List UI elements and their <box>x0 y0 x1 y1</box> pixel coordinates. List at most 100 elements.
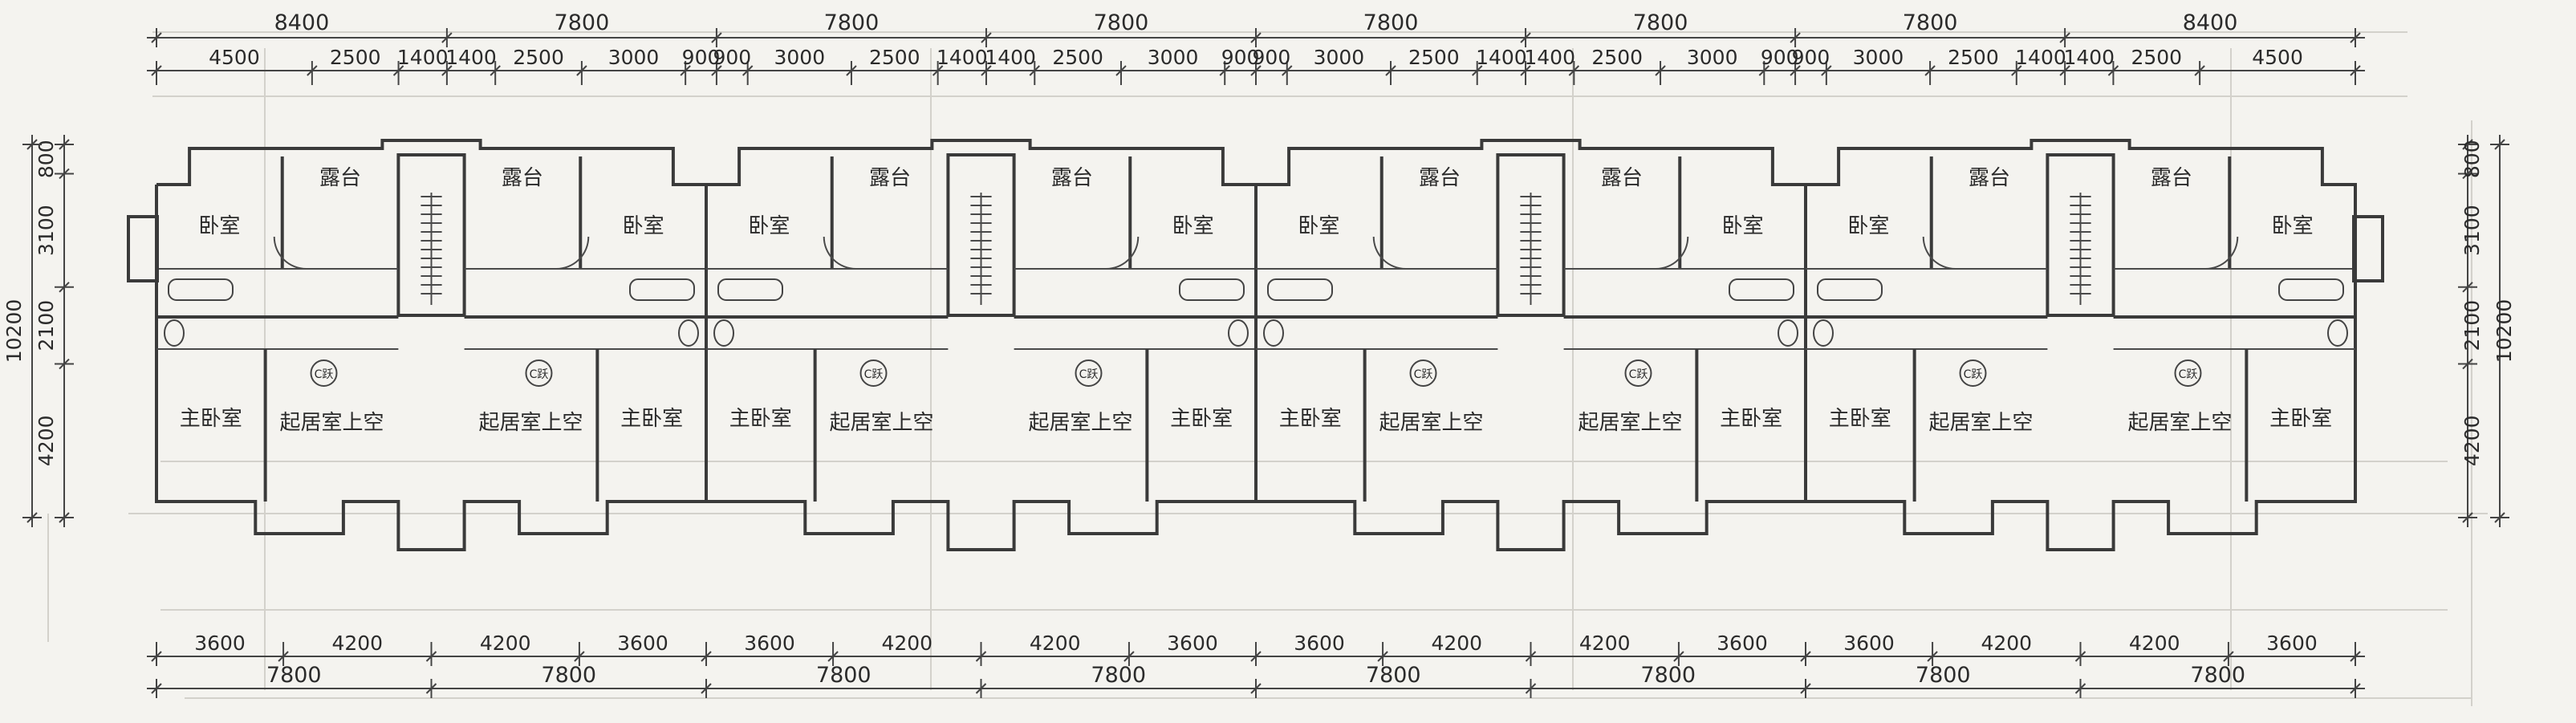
dimension-value: 4200 <box>35 415 58 466</box>
room-label-terrace: 露台 <box>869 166 911 190</box>
dimension-value: 2500 <box>1052 46 1103 69</box>
dimension-value: 7800 <box>816 663 872 688</box>
dimension-value: 2500 <box>1948 46 1999 69</box>
duplex-tag: C跃 <box>1964 368 1983 381</box>
dimension-value: 10200 <box>2 299 26 364</box>
dimension-value: 7800 <box>824 10 880 35</box>
dimension-value: 7800 <box>1633 10 1688 35</box>
dimension-value: 1400 <box>445 46 497 69</box>
duplex-tag: C跃 <box>1079 368 1099 381</box>
room-label-master-bedroom: 主卧室 <box>729 407 792 431</box>
room-label-bedroom: 卧室 <box>623 214 664 238</box>
dimension-value: 4200 <box>1431 632 1482 655</box>
ghost-underlay <box>47 31 2488 706</box>
unit-pair: 卧室露台主卧室起居室上空C跃卧室露台主卧室起居室上空C跃 <box>155 139 708 551</box>
dimension-value: 7800 <box>1363 10 1419 35</box>
room-label-terrace: 露台 <box>2151 166 2192 190</box>
unit-pair: 卧室露台主卧室起居室上空C跃卧室露台主卧室起居室上空C跃 <box>1804 139 2357 551</box>
dimension-value: 900 <box>1253 46 1291 69</box>
dimension-value: 7800 <box>1366 663 1421 688</box>
room-label-bedroom: 卧室 <box>198 214 240 238</box>
room-label-master-bedroom: 主卧室 <box>1829 407 1891 431</box>
dimension-value: 800 <box>2460 140 2484 178</box>
room-label-master-bedroom: 主卧室 <box>2269 407 2332 431</box>
room-label-living-void: 起居室上空 <box>2127 411 2232 435</box>
dimension-value: 1400 <box>2063 46 2115 69</box>
dimension-value: 3000 <box>1148 46 1199 69</box>
dimension-value: 2500 <box>2131 46 2182 69</box>
dimension-value: 3600 <box>1294 632 1345 655</box>
dimension-value: 3600 <box>1843 632 1895 655</box>
dimension-value: 1400 <box>1476 46 1527 69</box>
dimension-value: 4200 <box>1030 632 1081 655</box>
dimension-value: 7800 <box>541 663 596 688</box>
dimension-value: 3100 <box>2460 205 2484 256</box>
room-label-living-void: 起居室上空 <box>830 411 934 435</box>
room-label-master-bedroom: 主卧室 <box>1720 407 1782 431</box>
room-label-terrace: 露台 <box>1419 166 1461 190</box>
room-label-terrace: 露台 <box>502 166 543 190</box>
room-label-terrace: 露台 <box>319 166 361 190</box>
dimension-value: 7800 <box>1094 10 1149 35</box>
room-label-bedroom: 卧室 <box>1172 214 1214 238</box>
dimension-value: 3600 <box>617 632 668 655</box>
room-label-master-bedroom: 主卧室 <box>1279 407 1342 431</box>
dimension-value: 3600 <box>2266 632 2318 655</box>
dimension-value: 1400 <box>1524 46 1575 69</box>
room-label-bedroom: 卧室 <box>1298 214 1339 238</box>
dimension-value: 3100 <box>35 205 58 256</box>
dimension-value: 3000 <box>608 46 660 69</box>
dimension-value: 4200 <box>881 632 932 655</box>
room-label-bedroom: 卧室 <box>748 214 790 238</box>
room-label-master-bedroom: 主卧室 <box>180 407 242 431</box>
dimension-value: 900 <box>682 46 721 69</box>
dimension-value: 2500 <box>869 46 920 69</box>
room-label-bedroom: 卧室 <box>1847 214 1889 238</box>
dimension-value: 2100 <box>2460 300 2484 351</box>
room-label-terrace: 露台 <box>1601 166 1643 190</box>
dimension-value: 800 <box>35 140 58 178</box>
room-label-bedroom: 卧室 <box>2272 214 2314 238</box>
dimension-value: 7800 <box>555 10 610 35</box>
duplex-tag: C跃 <box>2179 368 2198 381</box>
dimension-value: 8400 <box>2183 10 2238 35</box>
room-label-living-void: 起居室上空 <box>1379 411 1484 435</box>
room-label-living-void: 起居室上空 <box>1578 411 1682 435</box>
dimension-value: 7800 <box>1640 663 1696 688</box>
dimension-value: 4200 <box>2129 632 2180 655</box>
duplex-tag: C跃 <box>1414 368 1433 381</box>
dimension-value: 1400 <box>2015 46 2066 69</box>
duplex-tag: C跃 <box>530 368 549 381</box>
dimension-value: 2500 <box>513 46 564 69</box>
dimension-value: 7800 <box>1903 10 1958 35</box>
dimension-value: 3000 <box>1687 46 1738 69</box>
dimension-value: 900 <box>1761 46 1799 69</box>
dimension-value: 4200 <box>480 632 531 655</box>
dimension-value: 3600 <box>194 632 246 655</box>
dimension-value: 7800 <box>1091 663 1146 688</box>
room-label-living-void: 起居室上空 <box>1028 411 1132 435</box>
dimension-annotations: 8400 7800 7800 7800 7800 7800 7800 8400 4500 2500… <box>2 10 2516 698</box>
dimension-value: 900 <box>1792 46 1830 69</box>
room-label-terrace: 露台 <box>1051 166 1093 190</box>
dimension-value: 1400 <box>985 46 1036 69</box>
dimension-value: 2500 <box>1591 46 1643 69</box>
dimension-value: 2500 <box>1408 46 1460 69</box>
room-label-master-bedroom: 主卧室 <box>1170 407 1233 431</box>
room-label-master-bedroom: 主卧室 <box>620 407 683 431</box>
dimension-value: 4200 <box>2460 415 2484 466</box>
duplex-tag: C跃 <box>1629 368 1648 381</box>
dimension-value: 4500 <box>209 46 260 69</box>
dimension-value: 7800 <box>266 663 322 688</box>
dimension-value: 8400 <box>274 10 330 35</box>
dimension-value: 7800 <box>1916 663 1971 688</box>
dimension-value: 900 <box>1221 46 1260 69</box>
dimension-value: 7800 <box>2190 663 2245 688</box>
duplex-tag: C跃 <box>864 368 884 381</box>
dimension-value: 3600 <box>744 632 795 655</box>
dimension-value: 2500 <box>330 46 381 69</box>
duplex-tag: C跃 <box>315 368 334 381</box>
